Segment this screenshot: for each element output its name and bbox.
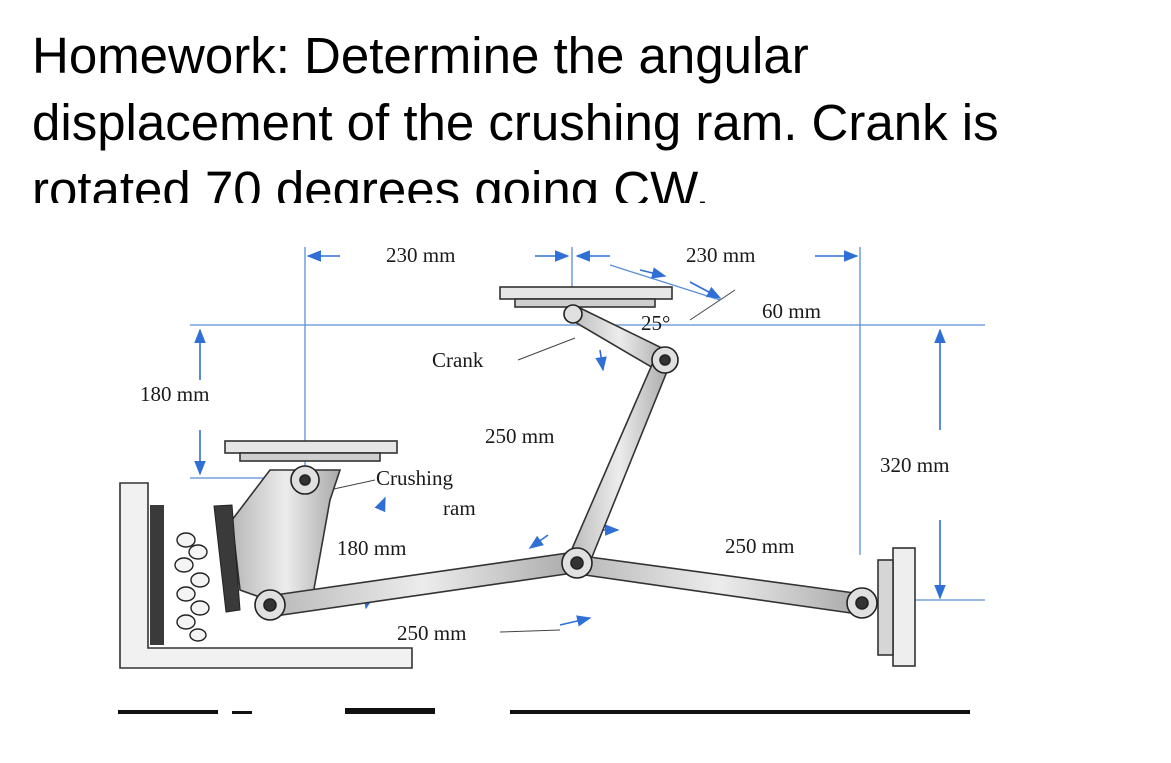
label-ram: ram	[443, 496, 476, 520]
label-crushing: Crushing	[376, 466, 454, 490]
title-line-1: Homework: Determine the angular	[32, 27, 809, 84]
label-230mm-right: 230 mm	[686, 243, 755, 267]
title-line-3: rotated 70 degrees going CW.	[32, 161, 710, 203]
label-crank: Crank	[432, 348, 484, 372]
coupler-link	[566, 359, 672, 563]
crusher-frame	[119, 482, 413, 669]
rocks	[174, 532, 210, 642]
ram-liner	[213, 504, 241, 613]
homework-title: Homework: Determine the angular displace…	[32, 22, 1162, 203]
title-clip: Homework: Determine the angular displace…	[0, 0, 1171, 203]
right-link	[577, 555, 863, 615]
label-250mm-bottom: 250 mm	[397, 621, 466, 645]
ram-support-bracket	[224, 440, 398, 462]
crushing-ram	[213, 469, 342, 613]
label-250mm-coupler: 250 mm	[485, 424, 554, 448]
label-180mm-ram-arm: 180 mm	[337, 536, 406, 560]
fixed-liner	[150, 505, 164, 645]
label-25deg: 25°	[641, 311, 670, 335]
label-320mm: 320 mm	[880, 453, 949, 477]
pin-joints	[254, 304, 878, 621]
crank-support-bracket	[499, 286, 673, 308]
label-60mm: 60 mm	[762, 299, 821, 323]
dimension-labels: 230 mm 230 mm 60 mm 25° Crank 180 mm 250…	[140, 243, 949, 645]
title-line-2: displacement of the crushing ram. Crank …	[32, 94, 999, 151]
label-250mm-right-link: 250 mm	[725, 534, 794, 558]
cropped-caption-remnant	[118, 708, 970, 714]
label-230mm-left: 230 mm	[386, 243, 455, 267]
right-support-bracket	[877, 547, 916, 667]
label-180mm-left: 180 mm	[140, 382, 209, 406]
